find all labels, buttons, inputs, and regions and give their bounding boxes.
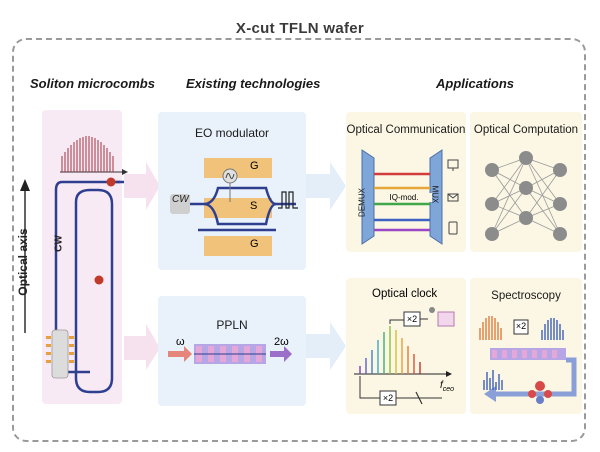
- spectroscopy-title: Spectroscopy: [491, 290, 561, 302]
- optical-clock-diagram: [354, 307, 455, 406]
- spectroscopy-x2: ×2: [515, 321, 527, 331]
- ppln-output-2omega: 2ω: [274, 336, 289, 348]
- eo-modulator-diagram: [170, 158, 298, 256]
- optical-communication-title: Optical Communication: [346, 124, 466, 136]
- connector-arrows-left: [124, 162, 160, 370]
- neural-network-diagram: [485, 151, 567, 241]
- optical-clock-title: Optical clock: [372, 288, 438, 300]
- wafer-title: X-cut TFLN wafer: [0, 20, 600, 37]
- ppln-input-omega: ω: [176, 336, 185, 348]
- electrode-g-top: G: [250, 160, 259, 172]
- optical-clock-panel: [346, 278, 466, 414]
- clock-x2-top: ×2: [406, 314, 418, 324]
- fceo-label: fceo: [440, 380, 455, 393]
- demux-label: DEMUX: [357, 188, 367, 217]
- eo-modulator-title: EO modulator: [194, 126, 270, 140]
- spectroscopy-diagram: [479, 316, 577, 404]
- microring-resonator: [46, 136, 128, 394]
- electrode-s: S: [250, 200, 258, 212]
- optical-computation-title: Optical Computation: [473, 124, 579, 136]
- iq-mod-label: IQ-mod.: [376, 193, 432, 202]
- heading-soliton-microcombs: Soliton microcombs: [30, 76, 155, 91]
- clock-x2-bottom: ×2: [382, 393, 394, 403]
- wafer-frame: [12, 38, 586, 442]
- electrode-g-bottom: G: [250, 238, 259, 250]
- heading-applications: Applications: [436, 76, 515, 91]
- heading-existing-technologies: Existing technologies: [186, 76, 321, 91]
- eo-cw-label: CW: [172, 194, 189, 205]
- connector-arrows-right: [306, 162, 346, 370]
- optical-axis-label: Optical axis: [16, 228, 30, 296]
- ppln-waveguide: [168, 344, 292, 364]
- wdm-link-diagram: [361, 149, 459, 245]
- optical-axis-arrow: [20, 179, 30, 333]
- ppln-title: PPLN: [216, 318, 248, 332]
- cw-laser-label: CW: [53, 235, 65, 252]
